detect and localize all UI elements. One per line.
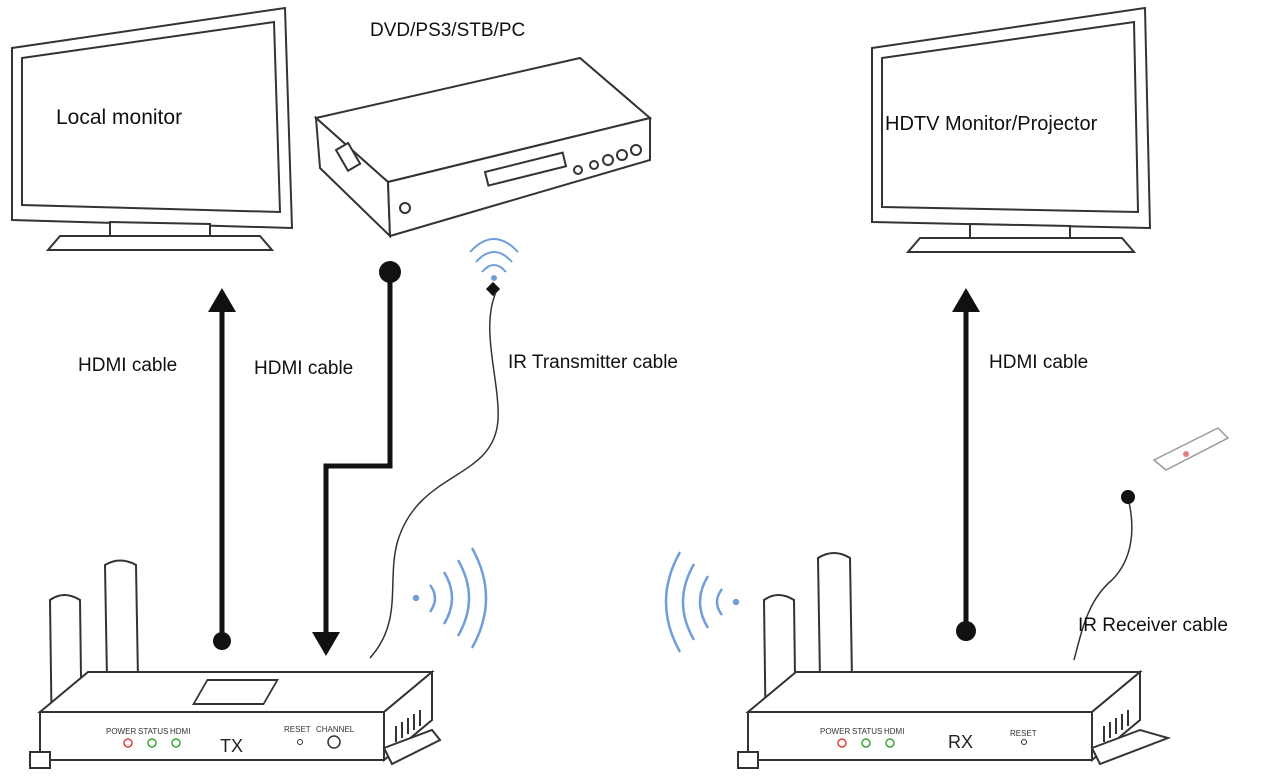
local-monitor-icon bbox=[11, 6, 294, 251]
rx-output-cable-label: HDMI cable bbox=[989, 352, 1089, 373]
rx-hdmi-label: HDMI bbox=[884, 727, 905, 736]
tx-unit-icon bbox=[29, 559, 442, 769]
hdtv-label: HDTV Monitor/Projector bbox=[885, 113, 1098, 135]
hdtv-monitor-icon bbox=[871, 6, 1152, 253]
ir-emitter-head-icon bbox=[485, 281, 501, 297]
rx-reset-hole-icon bbox=[1021, 739, 1027, 745]
tx-status-label: STATUS bbox=[138, 727, 169, 736]
tx-power-label: POWER bbox=[106, 727, 137, 736]
tx-vents-icon bbox=[395, 710, 421, 742]
tx-output-cable-label: HDMI cable bbox=[78, 355, 178, 376]
rx-wireless-waves-icon bbox=[664, 551, 740, 653]
tx-reset-label: RESET bbox=[284, 725, 311, 734]
tx-hdmi-label: HDMI bbox=[170, 727, 191, 736]
tx-channel-button-icon bbox=[327, 735, 341, 749]
tx-output-hdmi-cable bbox=[208, 288, 236, 650]
rx-vents-icon bbox=[1103, 710, 1129, 742]
rx-reset-label: RESET bbox=[1010, 729, 1037, 738]
ir-signal-icon bbox=[469, 238, 519, 281]
tx-wireless-waves-icon bbox=[412, 547, 488, 649]
rx-output-hdmi-cable bbox=[952, 288, 980, 641]
rx-status-led-icon bbox=[861, 738, 871, 748]
rx-unit-icon bbox=[737, 552, 1172, 769]
source-hdmi-cable bbox=[312, 261, 401, 656]
tx-reset-hole-icon bbox=[297, 739, 303, 745]
ir-receiver-cable-label: IR Receiver cable bbox=[1078, 615, 1228, 636]
local-monitor-label: Local monitor bbox=[56, 106, 183, 129]
source-cable-label: HDMI cable bbox=[254, 358, 354, 379]
source-device-label: DVD/PS3/STB/PC bbox=[370, 20, 526, 41]
tx-channel-label: CHANNEL bbox=[316, 725, 355, 734]
remote-control-icon bbox=[1152, 427, 1230, 471]
ir-transmitter-cable-label: IR Transmitter cable bbox=[508, 352, 678, 373]
dvd-player-icon bbox=[313, 56, 653, 239]
rx-hdmi-led-icon bbox=[885, 738, 895, 748]
ir-receiver-cable bbox=[1073, 490, 1135, 661]
rx-status-label: STATUS bbox=[852, 727, 883, 736]
tx-hdmi-led-icon bbox=[171, 738, 181, 748]
ir-transmitter-cable bbox=[369, 291, 499, 659]
rx-power-led-icon bbox=[837, 738, 847, 748]
rx-unit-label: RX bbox=[948, 732, 974, 752]
tx-unit-label: TX bbox=[220, 736, 244, 756]
tx-status-led-icon bbox=[147, 738, 157, 748]
tx-power-led-icon bbox=[123, 738, 133, 748]
rx-power-label: POWER bbox=[820, 727, 851, 736]
